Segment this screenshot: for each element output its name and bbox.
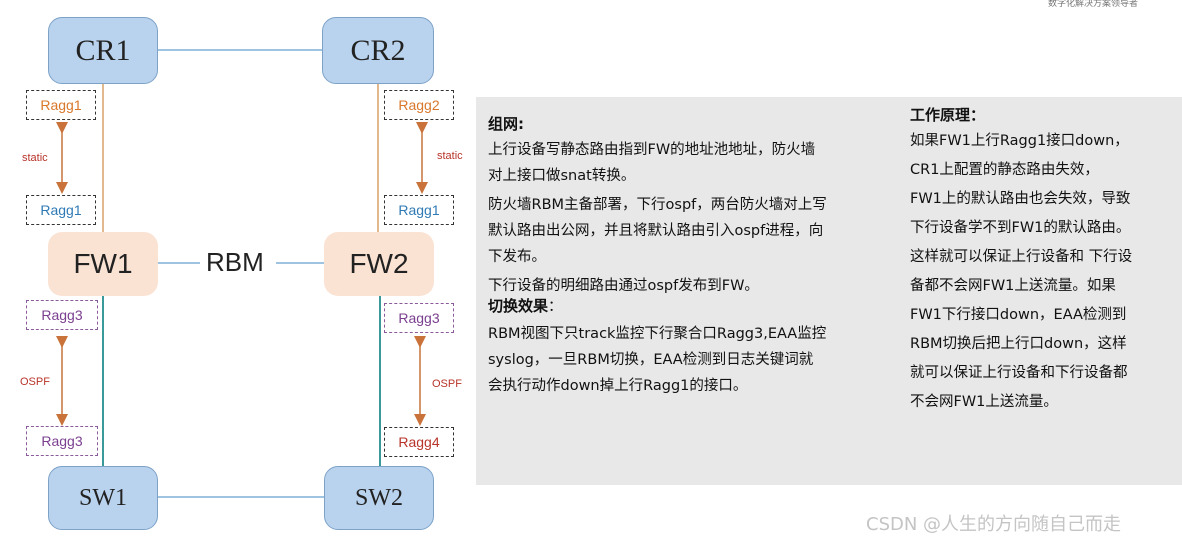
watermark-text: 数字化解决方案领导者 bbox=[1048, 0, 1139, 9]
label-right-static: static bbox=[437, 150, 463, 162]
switch-line: 会执行动作down掉上行Ragg1的接口。 bbox=[488, 378, 748, 394]
node-fw2: FW2 bbox=[324, 232, 434, 296]
networking-line: 默认路由出公网，并且将默认路由引入ospf进程，向 bbox=[488, 223, 824, 239]
switch-title: 切换效果 bbox=[488, 297, 549, 315]
node-sw1: SW1 bbox=[48, 466, 158, 530]
networking-section: 组网: 上行设备写静态路由指到FW的地址池地址，防火墙 对上接口做snat转换。… bbox=[488, 111, 898, 399]
principle-line: 就可以保证上行设备和下行设备都 bbox=[910, 365, 1128, 381]
switch-line: RBM视图下只track监控下行聚合口Ragg3,EAA监控 bbox=[488, 326, 827, 342]
principle-line: FW1上的默认路由也会失效，导致 bbox=[910, 191, 1131, 207]
principle-line: 下行设备学不到FW1的默认路由。 bbox=[910, 220, 1131, 236]
node-cr1: CR1 bbox=[48, 17, 158, 84]
port-sw1-ragg3: Ragg3 bbox=[26, 426, 98, 456]
label-left-ospf: OSPF bbox=[20, 376, 50, 388]
port-cr1-ragg1: Ragg1 bbox=[26, 90, 96, 120]
networking-line: 下发布。 bbox=[488, 249, 546, 265]
principle-line: 不会网FW1上送流量。 bbox=[910, 394, 1058, 410]
node-cr2: CR2 bbox=[322, 17, 434, 84]
switch-title-colon: ： bbox=[548, 299, 563, 315]
explanation-panel: 组网: 上行设备写静态路由指到FW的地址池地址，防火墙 对上接口做snat转换。… bbox=[476, 97, 1182, 485]
node-sw2: SW2 bbox=[324, 466, 434, 530]
switch-title-row: 切换效果： bbox=[488, 296, 898, 317]
port-fw1-down-ragg3: Ragg3 bbox=[26, 300, 98, 330]
port-fw1-up-ragg1: Ragg1 bbox=[26, 195, 96, 225]
topology-links bbox=[56, 49, 428, 498]
node-fw1: FW1 bbox=[48, 232, 158, 296]
principle-line: FW1下行接口down，EAA检测到 bbox=[910, 307, 1127, 323]
principle-line: RBM切换后把上行口down，这样 bbox=[910, 336, 1127, 352]
principle-line: 如果FW1上行Ragg1接口down， bbox=[910, 133, 1129, 149]
principle-section: 工作原理： 如果FW1上行Ragg1接口down， CR1上配置的静态路由失效，… bbox=[910, 103, 1180, 417]
principle-line: 这样就可以保证上行设备和 下行设 bbox=[910, 249, 1133, 265]
label-left-static: static bbox=[22, 152, 48, 164]
networking-line: 防火墙RBM主备部署，下行ospf，两台防火墙对上写 bbox=[488, 197, 827, 213]
port-cr2-ragg2: Ragg2 bbox=[384, 90, 454, 120]
port-sw2-ragg4: Ragg4 bbox=[384, 427, 454, 457]
rbm-link-label: RBM bbox=[206, 247, 264, 277]
networking-line: 对上接口做snat转换。 bbox=[488, 168, 636, 184]
port-fw2-down-ragg3: Ragg3 bbox=[384, 303, 454, 333]
principle-title: 工作原理： bbox=[910, 106, 986, 124]
networking-line: 下行设备的明细路由通过ospf发布到FW。 bbox=[488, 278, 759, 294]
networking-line: 上行设备写静态路由指到FW的地址池地址，防火墙 bbox=[488, 142, 816, 158]
networking-title: 组网: bbox=[488, 115, 524, 133]
credit-watermark: CSDN @人生的方向随自己而走 bbox=[866, 514, 1122, 535]
switch-line: syslog，一旦RBM切换，EAA检测到日志关键词就 bbox=[488, 352, 814, 368]
principle-line: 备都不会网FW1上送流量。如果 bbox=[910, 278, 1116, 294]
label-right-ospf: OSPF bbox=[432, 378, 462, 390]
principle-line: CR1上配置的静态路由失效， bbox=[910, 162, 1099, 178]
port-fw2-up-ragg1: Ragg1 bbox=[384, 195, 454, 225]
